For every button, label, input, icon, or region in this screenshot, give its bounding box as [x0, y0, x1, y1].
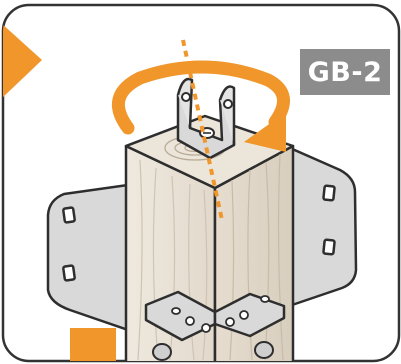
bolt-icon — [153, 344, 171, 360]
screw-head-icon — [240, 311, 248, 319]
step-code-badge: GB-2 — [300, 49, 390, 95]
bracket-hole-icon — [224, 100, 232, 108]
screw-head-icon — [226, 318, 234, 326]
screw-head-icon — [186, 317, 194, 325]
bracket-hole-icon — [182, 93, 190, 101]
orange-square-marker — [70, 328, 116, 364]
bracket-slot-icon — [63, 265, 75, 280]
bracket-slot-icon — [323, 186, 334, 201]
bracket-hole-icon — [172, 308, 180, 314]
bracket-hole-icon — [261, 296, 269, 302]
bracket-slot-icon — [323, 240, 334, 255]
bolt-icon — [255, 342, 273, 358]
bracket-slot-icon — [63, 207, 75, 222]
screw-head-icon — [202, 324, 210, 332]
